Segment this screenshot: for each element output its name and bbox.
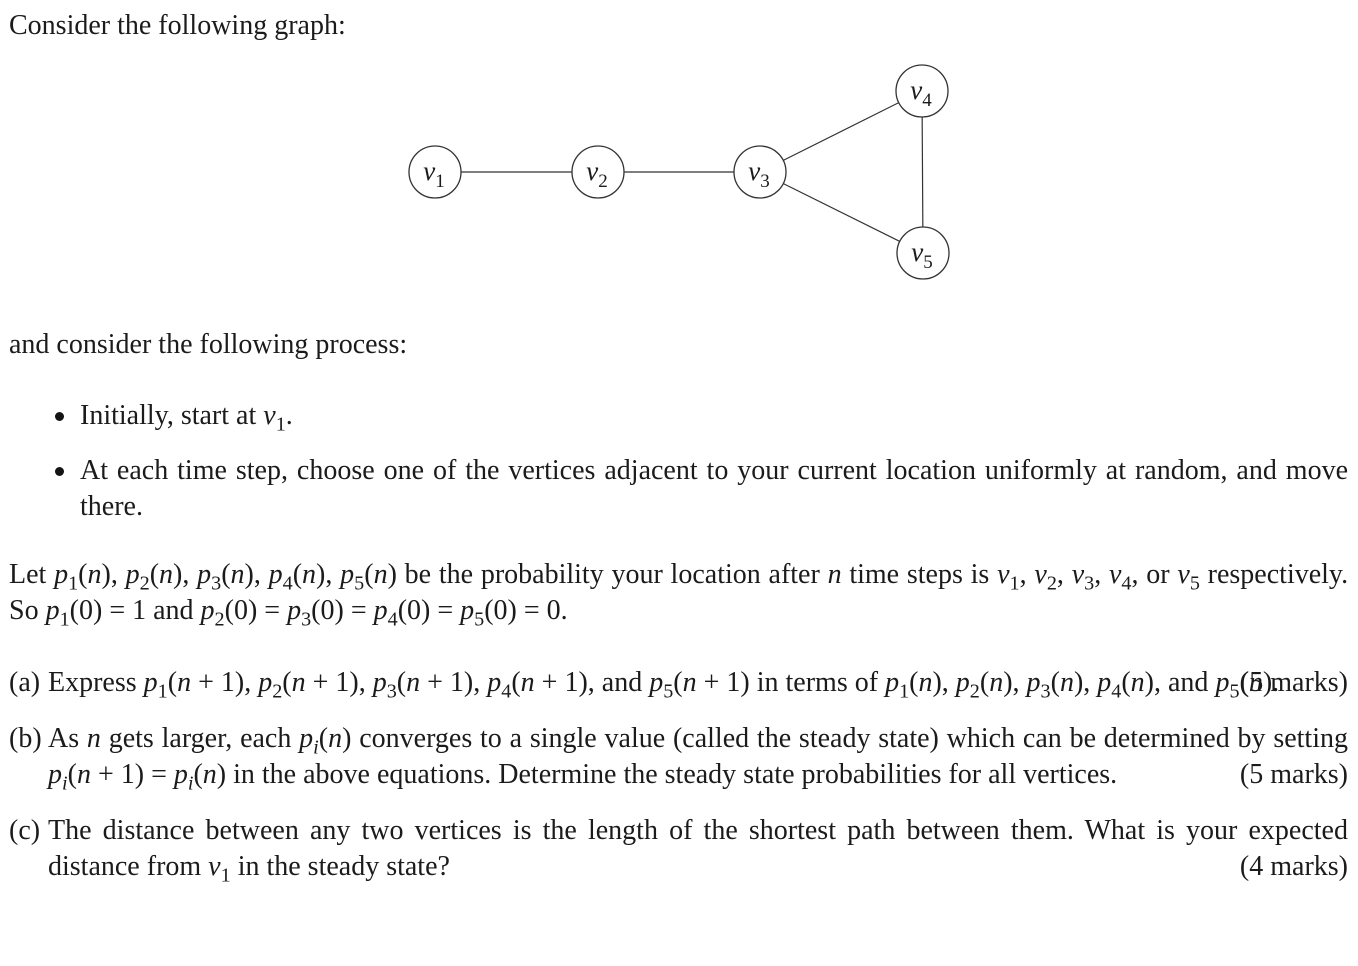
text-run: , — [244, 667, 259, 698]
text-run: , or — [1131, 559, 1178, 590]
math-expression: pi(n) — [299, 723, 352, 759]
math-expression: p3(n) — [1026, 667, 1084, 703]
math-expression: p4(n) — [268, 559, 326, 595]
definition-paragraph: Let p1(n), p2(n), p3(n), p4(n), p5(n) be… — [9, 557, 1349, 631]
text-run: , — [473, 667, 488, 698]
math-expression: p3(n) — [197, 559, 254, 595]
graph-edge-v3-v5 — [759, 171, 924, 254]
math-expression: p1(n) — [54, 559, 111, 595]
text-run: time steps is — [841, 559, 998, 590]
text-run: Initially, start at — [80, 400, 264, 431]
part-body: Express p1(n + 1), p2(n + 1), p3(n + 1),… — [48, 665, 1348, 703]
graph-edge-v4-v5 — [921, 90, 924, 254]
question-part-c: (c) The distance between any two vertice… — [9, 813, 1348, 887]
math-expression: p2(n) — [955, 667, 1013, 703]
text-run: , — [182, 559, 198, 590]
math-expression: n — [827, 559, 842, 590]
marks-badge: (5 marks) — [1239, 759, 1348, 790]
text-run: converges to a single value (called the … — [351, 723, 1348, 754]
text-run: Express — [48, 667, 144, 698]
text-run: , — [110, 559, 126, 590]
text-run: . — [560, 595, 568, 626]
vertex-circle-v1 — [408, 145, 462, 199]
question-part-a: (a) Express p1(n + 1), p2(n + 1), p3(n +… — [9, 665, 1348, 703]
part-label: (c) — [9, 815, 41, 846]
question-part-b: (b) As n gets larger, each pi(n) converg… — [9, 721, 1348, 795]
text-run: be the probability your location after — [396, 559, 828, 590]
math-expression: p4(n) — [1097, 667, 1154, 703]
math-expression: pi(n + 1) = pi(n) — [48, 759, 227, 795]
text-run: , — [1056, 559, 1072, 590]
text-run: gets larger, each — [100, 723, 300, 754]
intro-text: Consider the following graph: — [0, 0, 1358, 44]
text-run: and consider the following process: — [9, 329, 408, 360]
graph-edge-v3-v4 — [759, 90, 923, 173]
marks-badge: (4 marks) — [1239, 851, 1348, 882]
math-expression: p2(0) = p3(0) = p4(0) = p5(0) = 0 — [200, 595, 561, 631]
part-label: (a) — [9, 667, 41, 698]
text-run: The distance between any two vertices is… — [48, 815, 1348, 882]
list-item: At each time step, choose one of the ver… — [9, 453, 1348, 525]
text-run: respectively. So — [9, 559, 1349, 626]
math-expression: v2 — [1034, 559, 1057, 595]
math-expression: p5(n) — [340, 559, 397, 595]
text-run: in terms of — [749, 667, 886, 698]
text-run: , — [1012, 667, 1027, 698]
text-run: in the steady state? — [230, 851, 450, 882]
math-expression: n — [86, 723, 101, 754]
math-expression: p1(n + 1) — [143, 667, 245, 703]
text-run: , — [358, 667, 373, 698]
math-expression: v1 — [997, 559, 1020, 595]
math-expression: p5(n + 1) — [649, 667, 750, 703]
bullet-text: Initially, start at v1. — [80, 398, 1348, 436]
vertex-circle-v5 — [896, 226, 950, 280]
part-body: The distance between any two vertices is… — [48, 813, 1348, 887]
math-expression: p1(0) = 1 — [45, 595, 147, 631]
math-expression: p5(n) — [1215, 667, 1273, 703]
list-item: Initially, start at v1. — [9, 398, 1348, 436]
text-run: , and — [1154, 667, 1216, 698]
vertex-circle-v2 — [571, 145, 625, 199]
text-run: At each time step, choose one of the ver… — [80, 455, 1348, 522]
math-expression: p2(n + 1) — [258, 667, 359, 703]
text-run: As — [48, 723, 87, 754]
bullet-icon — [55, 467, 64, 476]
text-run: , — [253, 559, 269, 590]
math-expression: v1 — [263, 400, 286, 436]
bullet-list: Initially, start at v1. At each time ste… — [9, 398, 1348, 525]
text-run: . — [1272, 667, 1280, 698]
text-run: , — [1083, 667, 1098, 698]
text-run: . — [285, 400, 293, 431]
math-expression: p3(n + 1) — [372, 667, 474, 703]
part-label: (b) — [9, 723, 42, 754]
marks-badge: (5 marks) — [1239, 667, 1348, 698]
bullet-icon — [55, 412, 64, 421]
text-run: Let — [9, 559, 55, 590]
text-run: Consider the following graph: — [9, 10, 346, 41]
bullet-text: At each time step, choose one of the ver… — [80, 453, 1348, 525]
text-run: , — [1094, 559, 1109, 590]
vertex-circle-v3 — [733, 145, 787, 199]
text-run: and — [146, 595, 201, 626]
math-expression: p1(n) — [885, 667, 942, 703]
part-body: As n gets larger, each pi(n) converges t… — [48, 721, 1348, 795]
math-expression: v1 — [208, 851, 231, 887]
text-run: , — [941, 667, 956, 698]
process-intro: and consider the following process: — [9, 327, 1348, 363]
math-expression: v5 — [1177, 559, 1200, 595]
text-run: , and — [587, 667, 650, 698]
text-run: , — [325, 559, 341, 590]
math-expression: p4(n + 1) — [487, 667, 588, 703]
vertex-circle-v4 — [895, 64, 949, 118]
math-expression: p2(n) — [125, 559, 183, 595]
text-run: in the above equations. Determine the st… — [226, 759, 1118, 790]
text-run: , — [1019, 559, 1035, 590]
math-expression: v4 — [1108, 559, 1132, 595]
math-expression: v3 — [1071, 559, 1095, 595]
